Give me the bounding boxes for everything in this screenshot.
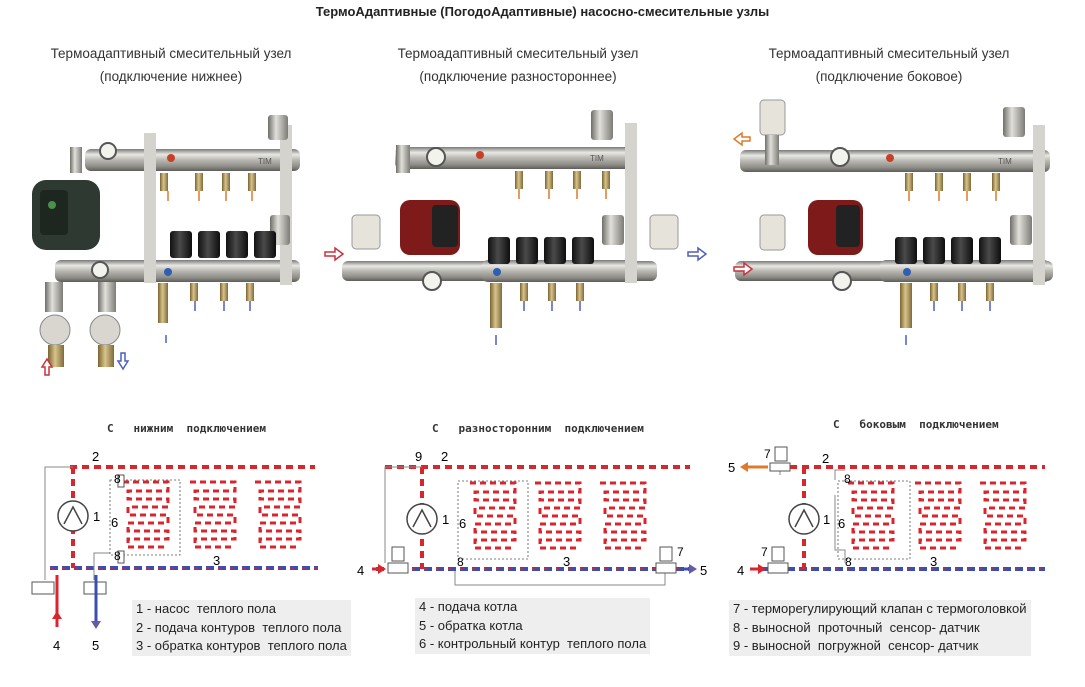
- label-5: 5: [700, 563, 707, 578]
- legend-item: 2 - подача контуров теплого пола: [136, 619, 342, 635]
- scheme-title-side: С боковым подключением: [833, 418, 999, 431]
- label-2: 2: [822, 451, 829, 466]
- unit-title-line1: Термоадаптивный смесительный узел: [50, 46, 292, 61]
- label-4: 4: [737, 563, 744, 578]
- legend-item: 5 - обратка котла: [419, 617, 523, 633]
- label-1: 1: [442, 512, 449, 527]
- label-7: 7: [764, 447, 771, 461]
- label-5: 5: [728, 460, 735, 475]
- unit-side-photo: TIM: [732, 99, 1053, 345]
- scheme-bottom: 2 1 6 8 8 3 4 5: [31, 449, 318, 653]
- scheme-bilateral: 9 2 1 6 8 3 4 5 7: [357, 449, 707, 586]
- label-7: 7: [677, 545, 684, 559]
- label-6: 6: [111, 515, 118, 530]
- legend-item: 7 - терморегулирующий клапан с термоголо…: [733, 601, 1027, 616]
- label-1: 1: [93, 509, 100, 524]
- label-3: 3: [213, 553, 220, 568]
- product-photos: TIM TIM: [32, 99, 1053, 376]
- legend-item: 3 - обратка контуров теплого пола: [136, 638, 347, 653]
- unit-title-bilateral: Термоадаптивный смесительный узел (подкл…: [353, 42, 683, 88]
- scheme-title-bilateral: С разносторонним подключением: [432, 422, 644, 435]
- label-1: 1: [823, 512, 830, 527]
- legend-item: 9 - выносной погружной сенсор- датчик: [733, 638, 979, 653]
- unit-bottom-photo: TIM: [32, 115, 300, 376]
- scheme-side: 7 2 1 6 8 8 3 7 5 4: [728, 446, 1045, 578]
- label-2: 2: [92, 449, 99, 464]
- unit-bilateral-photo: TIM: [324, 110, 708, 345]
- legend-item: 4 - подача котла: [419, 599, 518, 614]
- label-3: 3: [930, 554, 937, 569]
- label-6: 6: [459, 516, 466, 531]
- label-5: 5: [92, 638, 99, 653]
- legend-sensors: 7 - терморегулирующий клапан с термоголо…: [729, 600, 1031, 656]
- label-2: 2: [441, 449, 448, 464]
- label-6: 6: [838, 516, 845, 531]
- brand-label: TIM: [258, 157, 272, 166]
- label-8: 8: [844, 472, 851, 486]
- legend-boiler: 4 - подача котла 5 - обратка котла 6 - к…: [415, 598, 651, 654]
- label-9: 9: [415, 449, 422, 464]
- label-8: 8: [457, 555, 464, 569]
- unit-title-line2: (подключение нижнее): [99, 69, 243, 84]
- label-7: 7: [761, 545, 768, 559]
- page-title: ТермоАдаптивные (ПогодоАдаптивные) насос…: [315, 4, 770, 19]
- label-4: 4: [357, 563, 364, 578]
- label-8: 8: [114, 549, 121, 563]
- unit-title-bottom: Термоадаптивный смесительный узел (подкл…: [6, 42, 336, 88]
- label-8: 8: [845, 555, 852, 569]
- label-8: 8: [114, 472, 121, 486]
- legend-pump-circuits: 1 - насос теплого пола 2 - подача контур…: [132, 600, 351, 656]
- legend-item: 1 - насос теплого пола: [136, 601, 276, 616]
- unit-title-line1: Термоадаптивный смесительный узел: [768, 46, 1010, 61]
- unit-title-line2: (подключение боковое): [815, 69, 963, 84]
- label-4: 4: [53, 638, 60, 653]
- legend-item: 8 - выносной проточный сенсор- датчик: [733, 619, 980, 635]
- brand-label: TIM: [998, 157, 1012, 166]
- unit-title-line2: (подключение разностороннее): [419, 69, 617, 84]
- legend-item: 6 - контрольный контур теплого пола: [419, 636, 647, 651]
- scheme-title-bottom: С нижним подключением: [107, 422, 266, 435]
- brand-label: TIM: [590, 154, 604, 163]
- unit-title-side: Термоадаптивный смесительный узел (подкл…: [724, 42, 1054, 88]
- schematics: 2 1 6 8 8 3 4 5 9 2 1 6 8 3 4: [31, 446, 1045, 653]
- unit-title-line1: Термоадаптивный смесительный узел: [397, 46, 639, 61]
- label-3: 3: [563, 554, 570, 569]
